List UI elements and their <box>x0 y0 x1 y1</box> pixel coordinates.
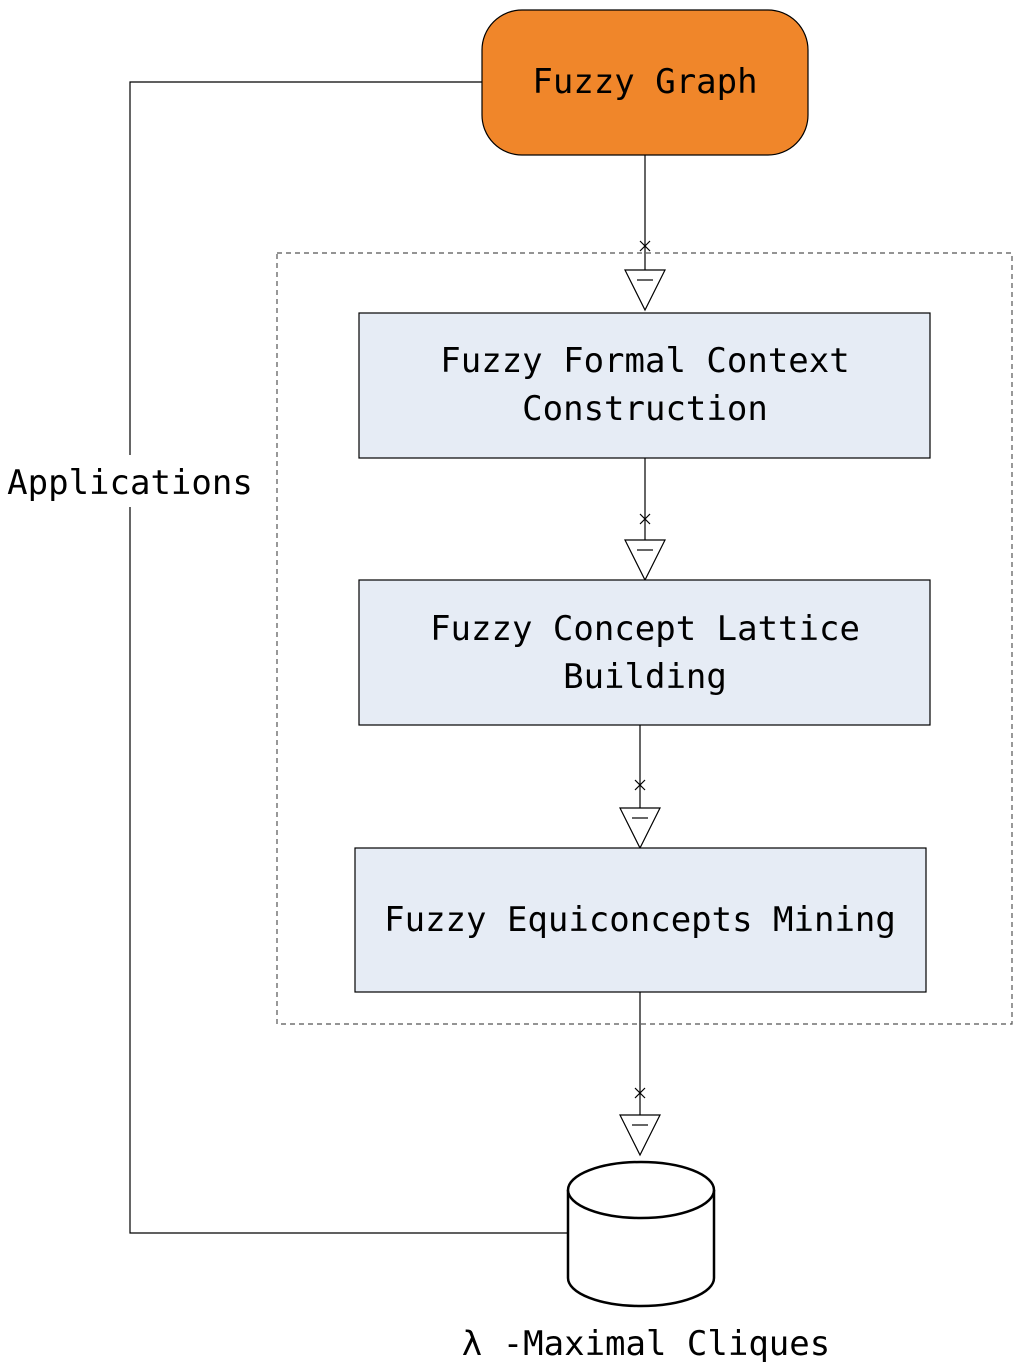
process-container <box>276 252 1013 1025</box>
connector-context-to-lattice <box>624 458 666 582</box>
node-context-construction-label-line1: Fuzzy Formal Context <box>440 341 849 381</box>
node-lattice-building-label-line1: Fuzzy Concept Lattice <box>430 609 860 649</box>
arrowhead <box>624 539 666 582</box>
arrowhead <box>619 807 661 850</box>
node-equiconcepts-mining-label: Fuzzy Equiconcepts Mining <box>384 900 896 940</box>
feedback-line <box>129 81 570 1234</box>
feedback-label-background <box>4 455 256 507</box>
feedback-label: Applications <box>7 463 253 503</box>
connector-mining-to-cliques <box>619 992 661 1157</box>
connector-lattice-to-mining <box>619 725 661 850</box>
arrowhead <box>619 1114 661 1157</box>
connector-graph-to-context <box>624 155 666 312</box>
node-maximal-cliques-label: λ -Maximal Cliques <box>462 1324 830 1364</box>
node-lattice-building <box>358 579 931 726</box>
node-context-construction <box>358 312 931 459</box>
node-fuzzy-graph-label: Fuzzy Graph <box>532 62 757 102</box>
node-context-construction-label-line2: Construction <box>522 389 768 429</box>
node-equiconcepts-mining <box>354 847 927 993</box>
node-maximal-cliques-database-icon <box>566 1160 716 1308</box>
node-lattice-building-label-line2: Building <box>563 657 727 697</box>
arrowhead <box>624 269 666 312</box>
